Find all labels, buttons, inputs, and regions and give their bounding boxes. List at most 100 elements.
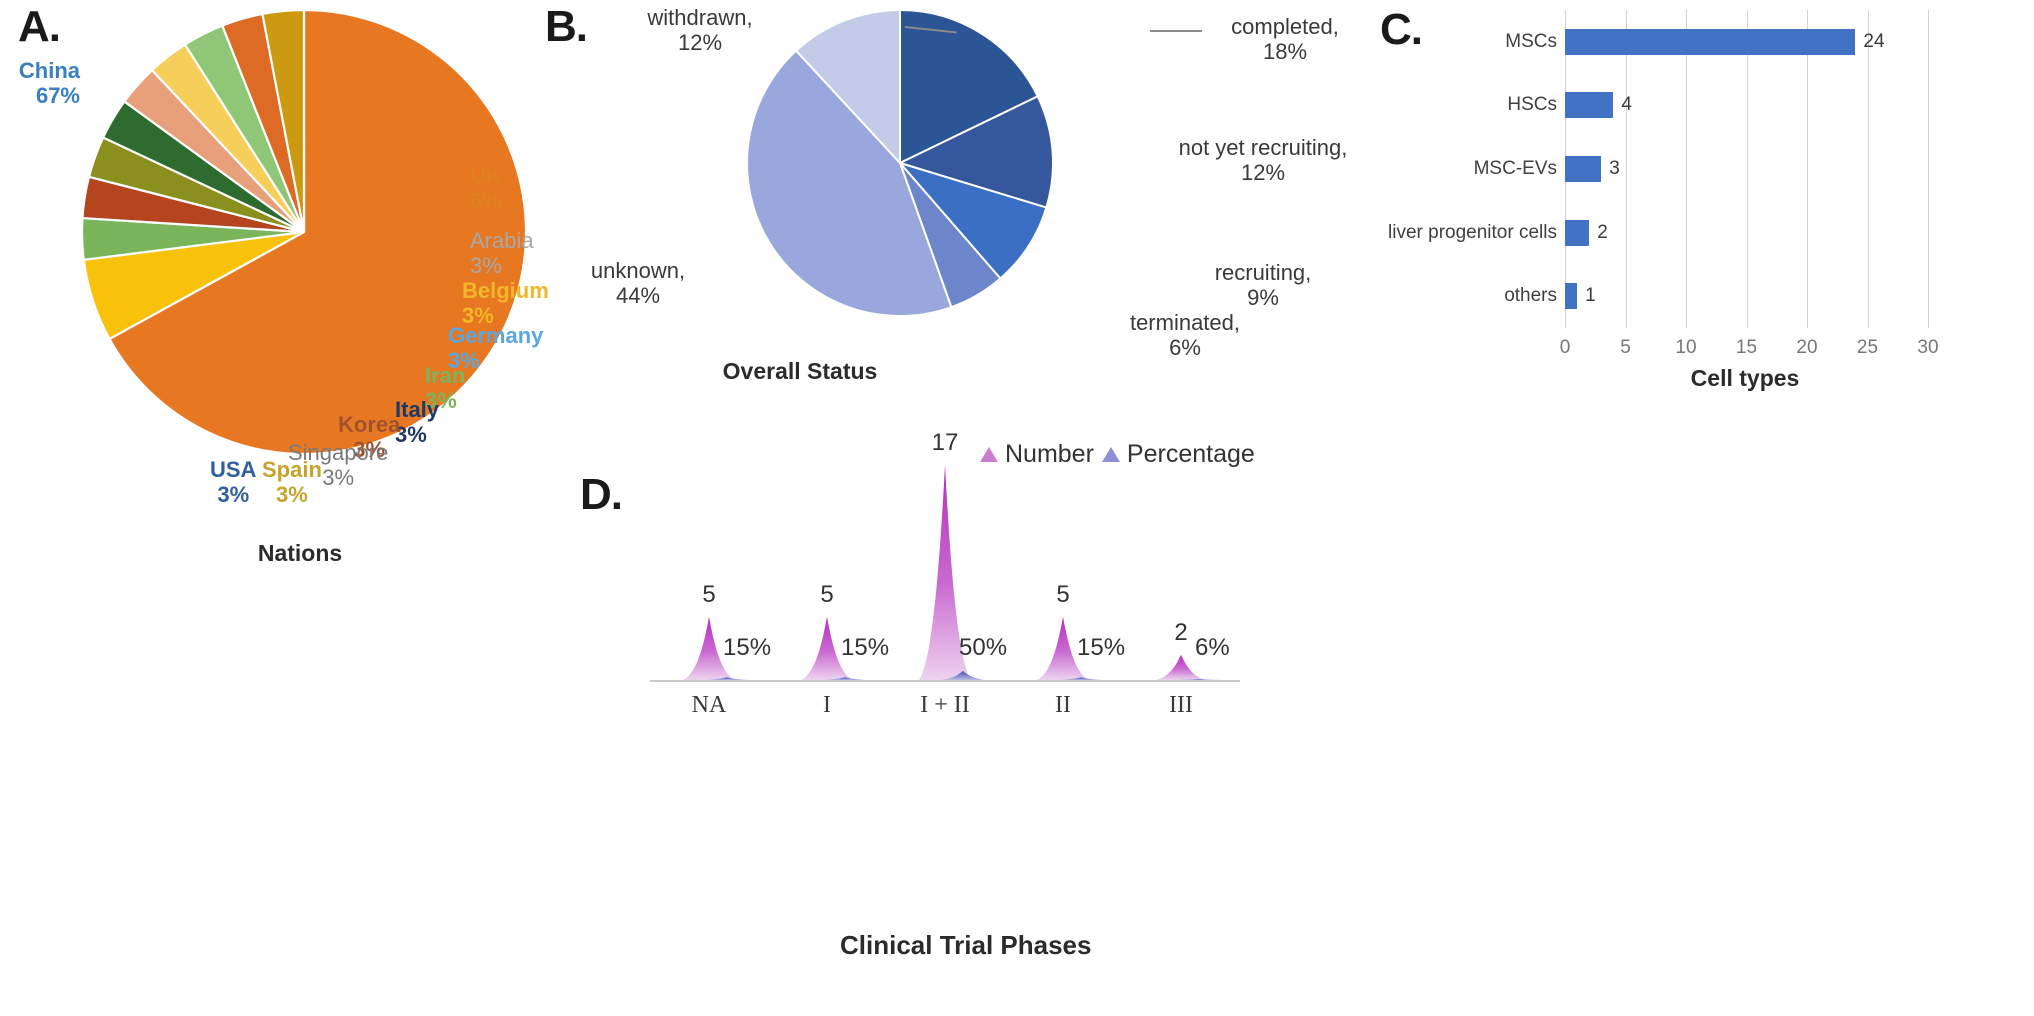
pie-slice [897, 94, 1054, 209]
gridline [1807, 10, 1808, 328]
percentage-value-label: 6% [1195, 634, 1230, 661]
percentage-spike [705, 677, 749, 680]
x-tick-label: 20 [1796, 337, 1818, 358]
gridline [1928, 10, 1929, 328]
number-spike [801, 616, 853, 680]
pie-slice-label-terminated: terminated, 6% [1129, 310, 1241, 361]
bar-value-label: 1 [1585, 285, 1596, 307]
pie-slice [261, 8, 306, 233]
percentage-spike [1177, 678, 1221, 680]
pie-slice [746, 49, 953, 317]
panel-a-axis-title: Nations [257, 540, 343, 566]
gridline [1867, 10, 1869, 328]
pie-slice-label-germany: Germany 3% [448, 323, 544, 374]
pie-slice-label-italy: Italy 3% [395, 397, 440, 448]
bar-category-label: liver progenitor cells [1388, 221, 1557, 243]
panel-c-axis-title: Cell types [1690, 365, 1800, 391]
bar [1565, 156, 1602, 182]
number-spike [683, 616, 735, 680]
panel-d-legend: Number Percentage [980, 440, 1255, 469]
category-label: I [823, 692, 831, 718]
category-label: III [1169, 692, 1193, 718]
bar-value-label: 3 [1609, 158, 1620, 179]
percentage-value-label: 15% [1077, 634, 1126, 661]
pie-slice-label-uk: UK 6% [470, 163, 502, 214]
panel-a-letter: A. [18, 2, 61, 51]
bar [1565, 28, 1856, 55]
pie-slice-label-china: China 67% [18, 58, 80, 109]
panel-c-plot-area: 24 4 3 2 1 [1565, 10, 1929, 328]
bar-value-label: 2 [1597, 221, 1608, 243]
gridline [1686, 10, 1687, 328]
pie-slice-label-spain: Spain 3% [262, 457, 322, 508]
x-tick-label: 5 [1620, 337, 1631, 358]
pie-slice-label-recruiting: recruiting, 9% [1214, 260, 1312, 311]
number-value-label: 5 [1056, 580, 1070, 608]
pie-slice [896, 161, 1048, 280]
legend-item-percentage: Percentage [1101, 440, 1255, 469]
legend-label-number: Number [1005, 440, 1094, 468]
number-value-label: 17 [931, 429, 959, 456]
x-tick-label: 15 [1735, 337, 1758, 358]
panel-a-pie-chart [80, 8, 528, 456]
pie-slice-label-arabia: Arabia 3% [470, 228, 534, 279]
bar-category-label: MSCs [1505, 30, 1557, 52]
panel-d-baseline [650, 680, 1240, 682]
percentage-spike [941, 671, 985, 680]
triangle-marker-icon [1101, 447, 1120, 462]
category-label: I + II [920, 692, 970, 718]
panel-c-letter: C. [1380, 5, 1423, 54]
number-value-label: 5 [702, 580, 716, 608]
bar-category-label: HSCs [1507, 94, 1557, 116]
panel-d-axis-title: Clinical Trial Phases [840, 930, 1092, 960]
pie-slice [899, 8, 1040, 165]
percentage-value-label: 15% [723, 634, 772, 661]
panel-d-area-chart [683, 465, 1221, 680]
pie-slice-label-singapore: Singapore 3% [288, 440, 389, 491]
x-tick-label: 10 [1675, 337, 1697, 358]
bar-value-label: 4 [1621, 94, 1632, 116]
percentage-value-label: 50% [959, 634, 1008, 661]
bar-category-label: MSC-EVs [1473, 158, 1557, 179]
bar-category-label: others [1504, 285, 1557, 307]
number-spike [1155, 654, 1207, 680]
panel-b-axis-title: Overall Status [722, 358, 878, 384]
panel-d-letter: D. [580, 470, 623, 519]
pie-slice-label-iran: Iran 3% [425, 363, 466, 414]
triangle-marker-icon [980, 447, 998, 462]
percentage-value-label: 15% [841, 634, 890, 661]
bar-value-label: 24 [1863, 30, 1885, 52]
x-tick-label: 0 [1559, 337, 1571, 358]
legend-label-percentage: Percentage [1126, 440, 1255, 468]
pie-slice-label-unknown: unknown, 44% [590, 258, 686, 309]
number-spike [1037, 616, 1089, 680]
percentage-spike [1059, 677, 1103, 680]
bar [1565, 92, 1614, 119]
pie-slice-label-not-yet-recruiting: not yet recruiting, 12% [1178, 135, 1348, 186]
category-label: II [1055, 692, 1071, 718]
pie-slice-label-korea: Korea 3% [338, 412, 401, 463]
panel-b-letter: B. [545, 2, 588, 51]
percentage-spike [823, 677, 867, 680]
gridline [1746, 10, 1748, 328]
legend-item-number: Number [980, 440, 1094, 469]
pie-slice [107, 8, 528, 456]
bar [1565, 219, 1590, 246]
pie-slice-label-belgium: Belgium 3% [462, 278, 549, 329]
category-label: NA [691, 692, 727, 718]
gridline [1625, 10, 1627, 328]
number-value-label: 5 [820, 580, 834, 608]
number-spike [919, 465, 971, 680]
pie-slice-label-completed: completed, 18% [1231, 14, 1339, 65]
panel-b-pie-chart [746, 8, 1054, 317]
bar [1565, 283, 1578, 310]
x-tick-label: 25 [1856, 337, 1879, 358]
pie-slice-label-usa: USA 3% [210, 457, 257, 508]
number-value-label: 2 [1174, 618, 1188, 646]
leader-line-completed [1150, 30, 1202, 32]
pie-slice-label-withdrawn: withdrawn, 12% [647, 5, 753, 56]
pie-slice [794, 8, 901, 166]
x-tick-label: 30 [1917, 337, 1939, 358]
